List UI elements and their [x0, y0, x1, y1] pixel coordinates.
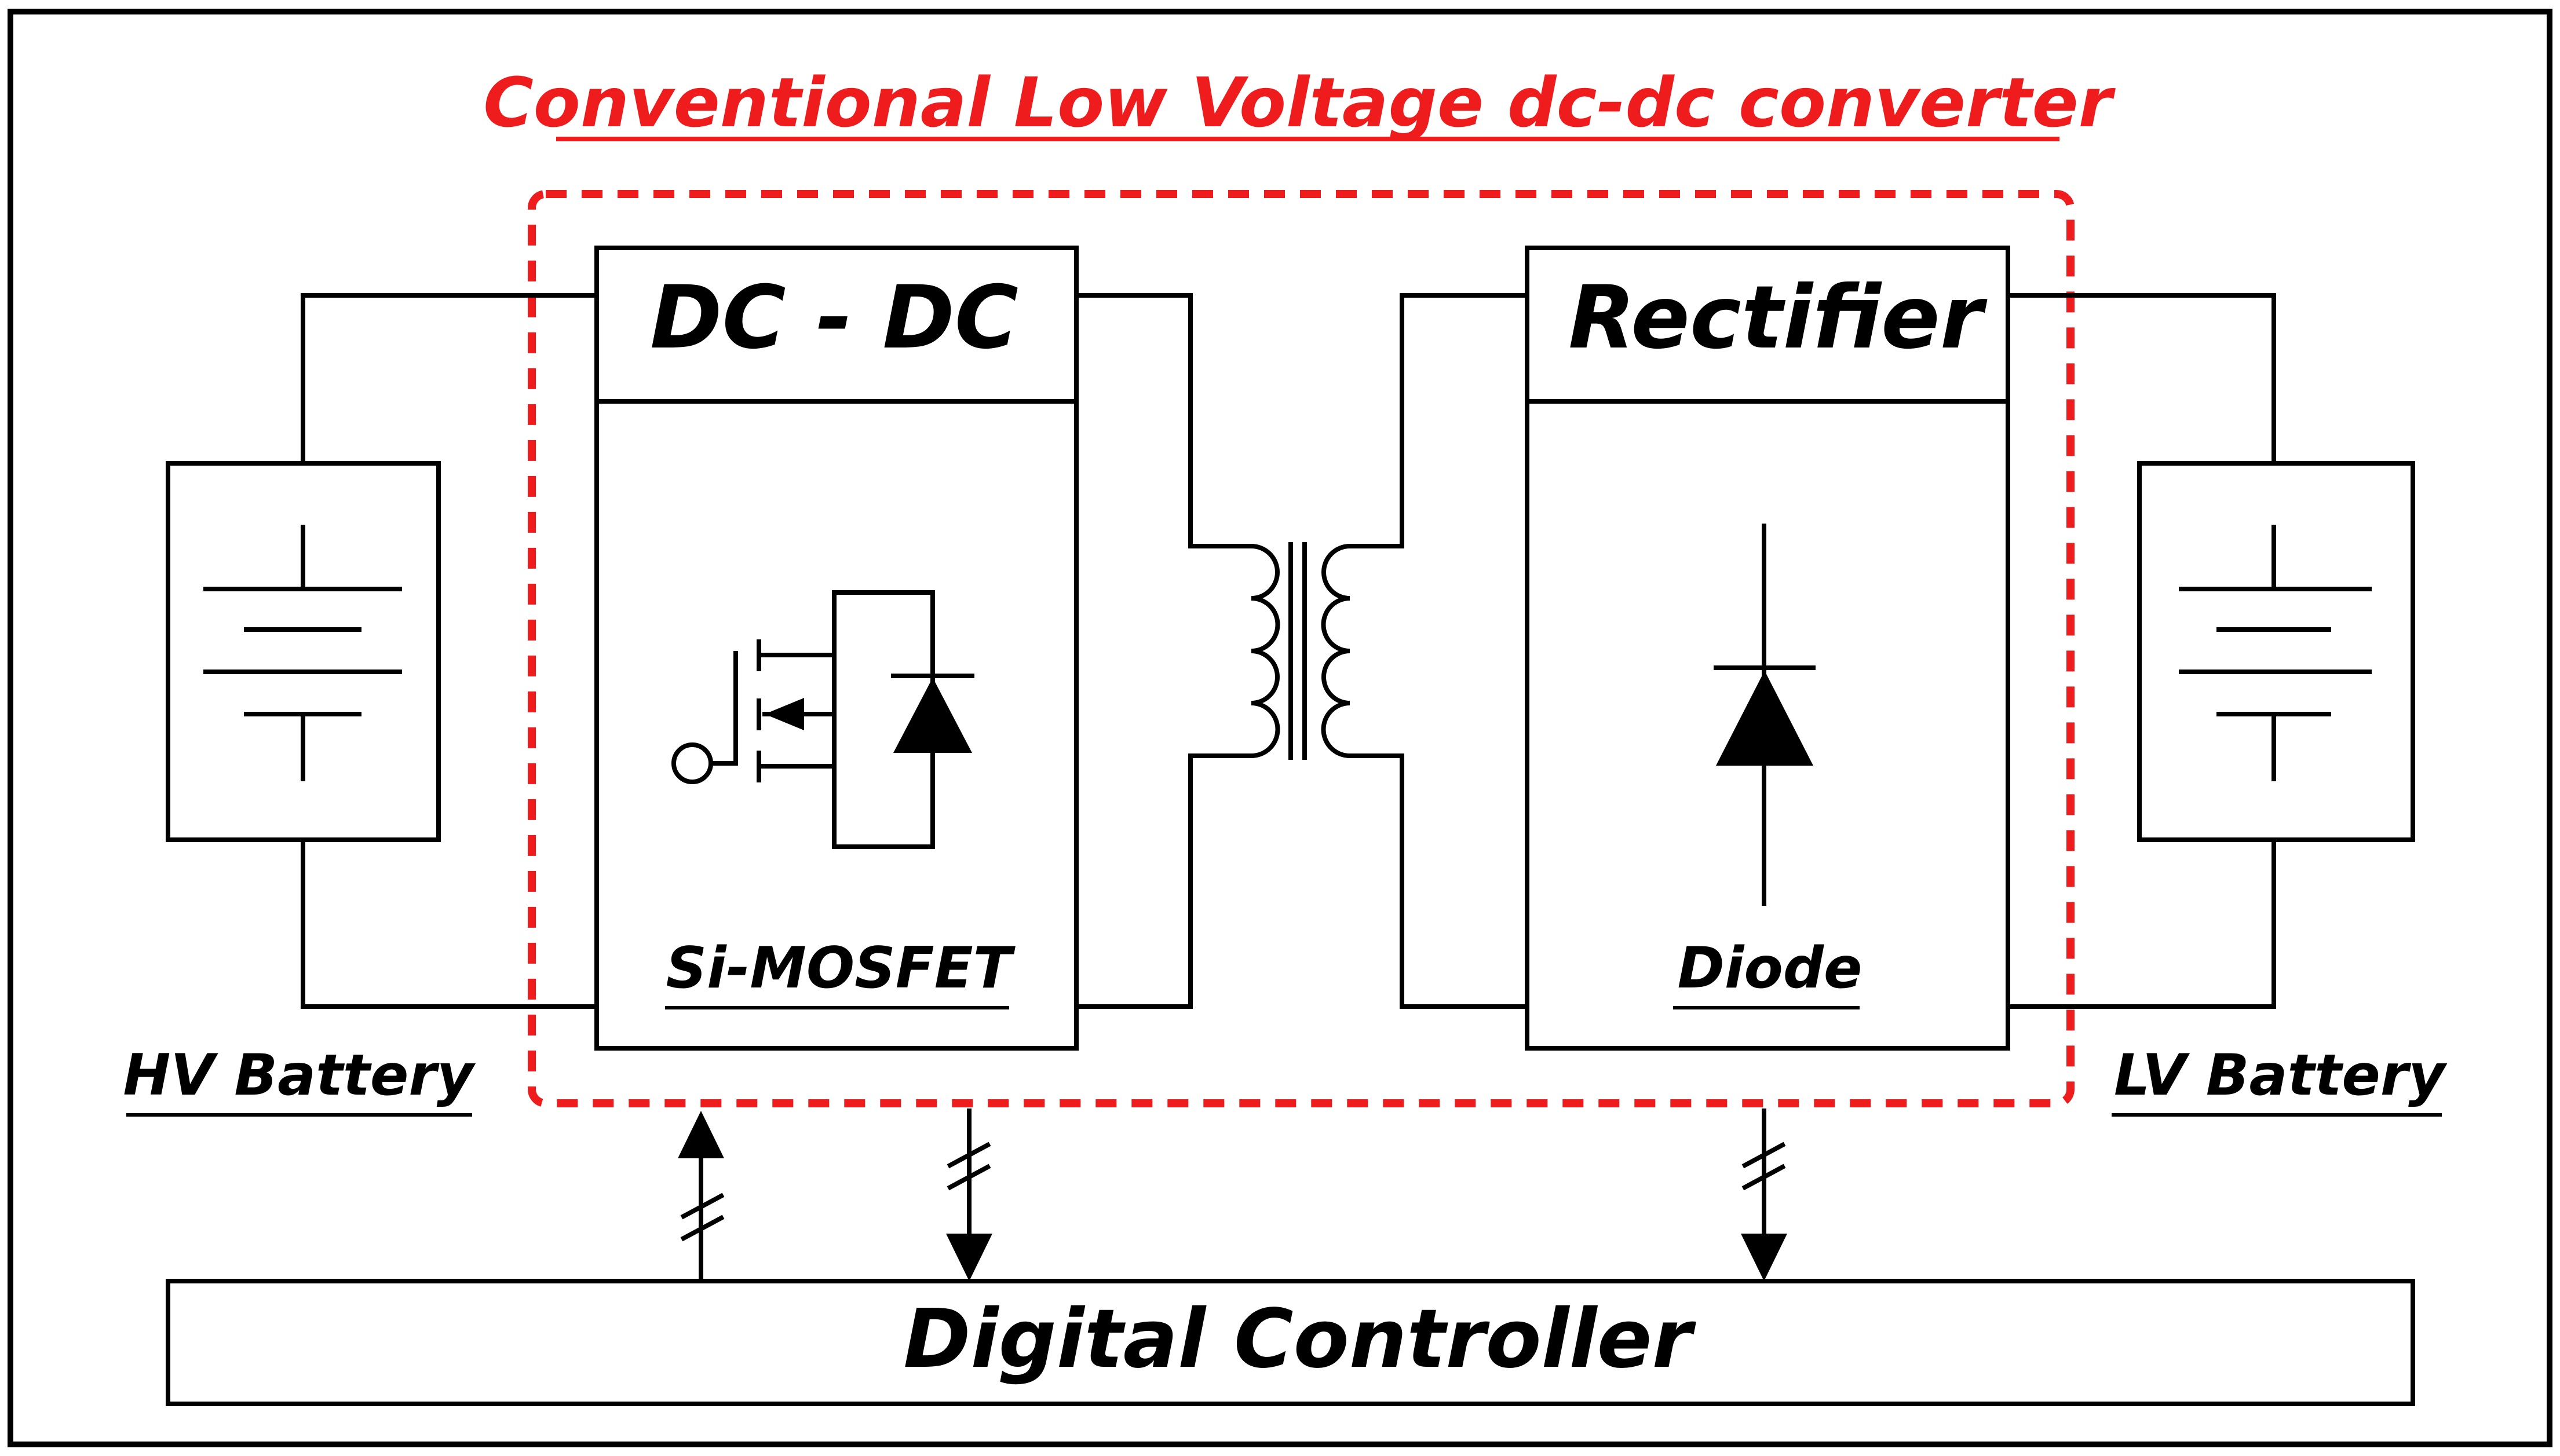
hv-battery: [166, 293, 599, 1009]
transformer: [1072, 293, 1529, 1009]
lv-battery-box: [2137, 461, 2415, 842]
rectifier-block: [1525, 246, 2010, 1051]
rectifier-control-arrow-down: [1741, 1109, 1787, 1281]
rectifier-header: Rectifier: [1568, 268, 1988, 368]
lv-battery-label: LV Battery: [2114, 1042, 2448, 1109]
diode-icon: [1714, 524, 1816, 906]
gate-drive-arrow-down: [946, 1109, 992, 1281]
lv-battery: [2005, 293, 2415, 1009]
diagram-title: Conventional Low Voltage dc-dc converter: [483, 63, 2116, 142]
dcdc-header: DC - DC: [650, 268, 1018, 368]
dcdc-device-label: Si-MOSFET: [666, 935, 1016, 1001]
digital-controller-box: [166, 1279, 2415, 1406]
converter-boundary: [528, 190, 2075, 1107]
digital-controller-label: Digital Controller: [903, 1292, 1696, 1387]
rectifier-box: [1525, 246, 2010, 1051]
hv-battery-box: [166, 461, 441, 842]
hv-battery-label: HV Battery: [123, 1042, 476, 1109]
mosfet-icon: [671, 590, 974, 849]
rectifier-device-label: Diode: [1678, 935, 1863, 1001]
feedback-arrow-up: [678, 1111, 725, 1283]
